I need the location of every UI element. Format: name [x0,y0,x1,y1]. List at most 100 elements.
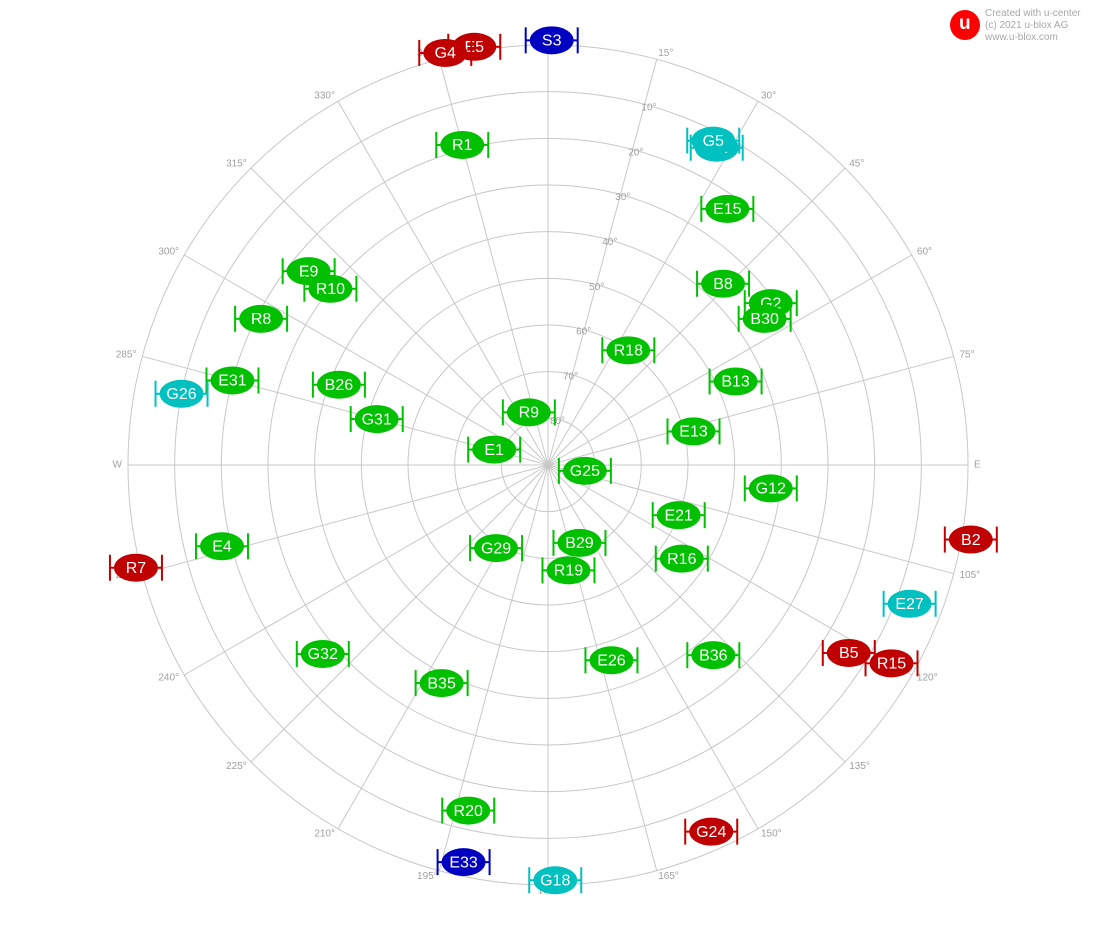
satellite-label: G4 [435,45,456,62]
satellite-g18[interactable]: G18 [528,866,583,895]
satellite-label: B26 [325,377,354,394]
satellite-b5[interactable]: B5 [821,638,876,667]
elevation-label: 10° [641,103,656,114]
satellite-r8[interactable]: R8 [234,304,289,333]
satellite-marker [300,639,345,668]
azimuth-spoke-345 [438,59,549,466]
satellite-marker [419,669,464,698]
satellite-e1[interactable]: E1 [467,435,522,464]
satellite-g4[interactable]: G4 [418,38,473,67]
satellite-e15[interactable]: E15 [700,194,755,223]
satellite-g32[interactable]: G32 [295,639,350,668]
satellite-e31[interactable]: E31 [205,366,260,395]
azimuth-label: 165° [658,871,679,882]
satellite-r18[interactable]: R18 [601,336,656,365]
azimuth-label: 225° [226,761,247,772]
satellite-g26[interactable]: G26 [154,379,209,408]
azimuth-label: 195° [417,871,438,882]
satellite-g5[interactable]: G5 [686,126,741,155]
satellite-label: E31 [218,373,247,390]
satellite-r10[interactable]: R10 [303,274,358,303]
satellite-e27[interactable]: E27 [882,589,937,618]
azimuth-spoke-105 [547,464,954,575]
azimuth-spoke-15 [547,59,658,466]
satellite-marker [869,649,914,678]
satellite-label: R15 [877,656,906,673]
satellite-label: E4 [212,539,232,556]
satellite-label: R7 [126,560,147,577]
satellite-r19[interactable]: R19 [541,556,596,585]
azimuth-label: 60° [917,247,932,258]
satellite-r15[interactable]: R15 [864,649,919,678]
azimuth-label: 120° [917,673,938,684]
satellite-marker [210,366,255,395]
satellite-e26[interactable]: E26 [584,646,639,675]
satellite-label: E26 [597,653,626,670]
satellite-marker [441,848,486,877]
satellite-label: G18 [540,872,570,889]
satellite-marker [239,304,284,333]
satellite-marker [316,370,361,399]
satellite-g24[interactable]: G24 [684,817,739,846]
satellite-r1[interactable]: R1 [435,130,490,159]
satellite-label: R8 [251,311,272,328]
satellite-b29[interactable]: B29 [552,528,607,557]
satellite-e21[interactable]: E21 [651,501,706,530]
azimuth-label: W [113,460,123,471]
satellite-marker [308,274,353,303]
satellite-r7[interactable]: R7 [108,553,163,582]
elevation-label: 40° [602,237,617,248]
elevation-label: 50° [589,282,604,293]
satellite-b13[interactable]: B13 [708,367,763,396]
satellite-b35[interactable]: B35 [414,669,469,698]
sky-grid [127,44,969,886]
satellite-label: E33 [449,854,478,871]
satellite-label: G32 [308,646,338,663]
satellite-marker [440,130,485,159]
satellite-marker [354,405,399,434]
satellite-marker [562,456,607,485]
azimuth-label: 315° [226,158,247,169]
satellite-b8[interactable]: B8 [696,269,751,298]
satellite-marker [199,532,244,561]
satellite-s3[interactable]: S3 [524,26,579,55]
satellite-e33[interactable]: E33 [436,848,491,877]
satellite-label: G25 [570,463,600,480]
credits-line-created: Created with u-center [985,8,1081,19]
satellite-label: B29 [565,535,594,552]
azimuth-label: 330° [314,91,335,102]
satellite-marker [423,38,468,67]
satellite-r9[interactable]: R9 [501,398,556,427]
azimuth-spoke-60 [547,254,912,466]
satellite-marker [557,528,602,557]
satellite-r20[interactable]: R20 [441,796,496,825]
satellite-label: B36 [699,647,728,664]
azimuth-label: 75° [959,349,974,360]
satellite-marker [713,367,758,396]
azimuth-spoke-75 [547,355,954,466]
satellite-marker [742,304,787,333]
satellite-g25[interactable]: G25 [557,456,612,485]
azimuth-label: 285° [116,349,137,360]
azimuth-label: 300° [158,247,179,258]
satellite-b26[interactable]: B26 [311,370,366,399]
satellite-b36[interactable]: B36 [686,641,741,670]
satellite-b2[interactable]: B2 [943,525,998,554]
satellite-label: E1 [484,442,504,459]
satellite-g31[interactable]: G31 [349,405,404,434]
satellite-label: R10 [316,281,345,298]
satellite-b30[interactable]: B30 [737,304,792,333]
satellite-g12[interactable]: G12 [743,474,798,503]
satellite-marker [446,796,491,825]
satellite-r16[interactable]: R16 [654,544,709,573]
azimuth-label: E [974,460,981,471]
satellite-e4[interactable]: E4 [194,532,249,561]
satellite-label: G5 [703,133,724,150]
azimuth-label: 240° [158,673,179,684]
satellite-label: B13 [721,374,750,391]
satellite-label: S3 [542,33,562,50]
satellite-e13[interactable]: E13 [666,417,721,446]
satellite-g29[interactable]: G29 [469,534,524,563]
satellite-label: B30 [750,311,779,328]
